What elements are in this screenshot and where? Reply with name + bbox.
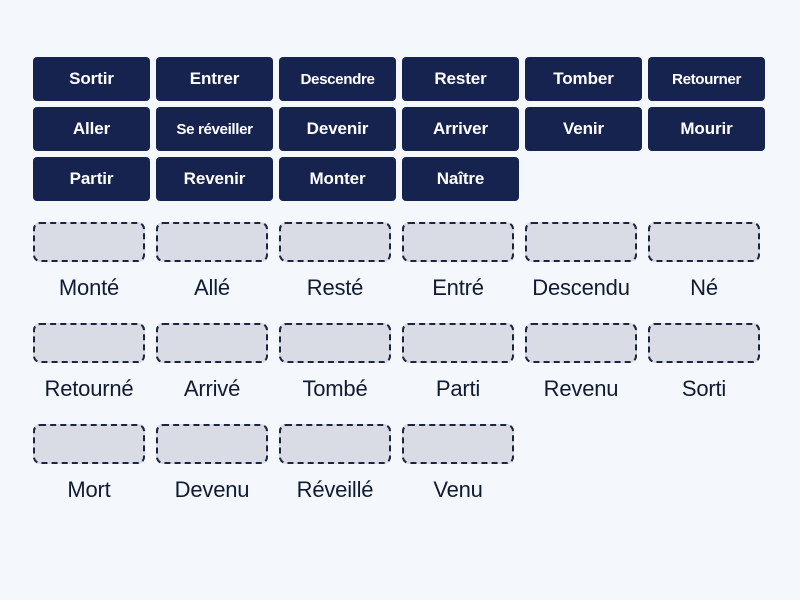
draggable-chip-revenir[interactable]: Revenir (156, 157, 273, 201)
dropzone-cell-monte: Monté (33, 222, 145, 301)
dropzone-cell-reste: Resté (279, 222, 391, 301)
draggable-chip-mourir[interactable]: Mourir (648, 107, 765, 151)
dropzone-cell-mort: Mort (33, 424, 145, 503)
draggable-chip-rester[interactable]: Rester (402, 57, 519, 101)
draggable-chip-monter[interactable]: Monter (279, 157, 396, 201)
dropzone-target-venu[interactable] (402, 424, 514, 464)
draggable-chip-sortir[interactable]: Sortir (33, 57, 150, 101)
draggable-chip-retourner[interactable]: Retourner (648, 57, 765, 101)
dropzone-cell-tombe: Tombé (279, 323, 391, 402)
draggable-chip-arriver[interactable]: Arriver (402, 107, 519, 151)
dropzone-target-descendu[interactable] (525, 222, 637, 262)
dropzone-cell-entre: Entré (402, 222, 514, 301)
dropzone-target-monte[interactable] (33, 222, 145, 262)
dropzone-label-reste: Resté (306, 275, 364, 300)
dropzone-label-mort: Mort (67, 477, 111, 502)
dropzone-label-monte: Monté (58, 275, 120, 300)
dropzone-row-1: Monté Allé Resté Entré Descendu Né (33, 222, 769, 301)
draggable-chip-aller[interactable]: Aller (33, 107, 150, 151)
dropzone-label-descendu: Descendu (532, 275, 630, 300)
dropzone-label-parti: Parti (435, 376, 481, 401)
dropzone-target-revenu[interactable] (525, 323, 637, 363)
dropzone-label-entre: Entré (432, 275, 484, 300)
dropzone-cell-reveille: Réveillé (279, 424, 391, 503)
dropzone-label-tombe: Tombé (302, 376, 368, 401)
dropzone-target-reveille[interactable] (279, 424, 391, 464)
dropzone-target-entre[interactable] (402, 222, 514, 262)
dropzone-cell-venu: Venu (402, 424, 514, 503)
dropzone-cell-arrive: Arrivé (156, 323, 268, 402)
dropzone-cell-devenu: Devenu (156, 424, 268, 503)
dropzone-cell-descendu: Descendu (525, 222, 637, 301)
word-bank-row-1: Sortir Entrer Descendre Rester Tomber Re… (33, 57, 769, 101)
dropzone-label-alle: Allé (194, 275, 230, 300)
dropzone-label-ne: Né (690, 275, 718, 300)
word-bank-row-2: Aller Se réveiller Devenir Arriver Venir… (33, 107, 769, 151)
dropzone-cell-revenu: Revenu (525, 323, 637, 402)
dropzone-target-reste[interactable] (279, 222, 391, 262)
dropzone-target-arrive[interactable] (156, 323, 268, 363)
dropzone-target-ne[interactable] (648, 222, 760, 262)
dropzone-cell-alle: Allé (156, 222, 268, 301)
dropzone-cell-sorti: Sorti (648, 323, 760, 402)
dropzone-label-arrive: Arrivé (183, 376, 241, 401)
word-bank-row-3: Partir Revenir Monter Naître (33, 157, 769, 201)
dropzone-target-parti[interactable] (402, 323, 514, 363)
dropzone-target-tombe[interactable] (279, 323, 391, 363)
dropzone-label-reveille: Réveillé (296, 477, 374, 502)
draggable-word-bank: Sortir Entrer Descendre Rester Tomber Re… (33, 57, 769, 207)
dropzone-cell-parti: Parti (402, 323, 514, 402)
dropzone-label-venu: Venu (433, 477, 483, 502)
dropzone-target-retourne[interactable] (33, 323, 145, 363)
draggable-chip-naitre[interactable]: Naître (402, 157, 519, 201)
draggable-chip-devenir[interactable]: Devenir (279, 107, 396, 151)
dropzone-row-2: Retourné Arrivé Tombé Parti Revenu Sorti (33, 323, 769, 402)
draggable-chip-venir[interactable]: Venir (525, 107, 642, 151)
dropzone-label-retourne: Retourné (44, 376, 134, 401)
dropzone-label-sorti: Sorti (681, 376, 727, 401)
dropzone-grid: Monté Allé Resté Entré Descendu Né (33, 222, 769, 525)
draggable-chip-descendre[interactable]: Descendre (279, 57, 396, 101)
dropzone-cell-ne: Né (648, 222, 760, 301)
draggable-chip-partir[interactable]: Partir (33, 157, 150, 201)
dropzone-target-mort[interactable] (33, 424, 145, 464)
dropzone-row-3: Mort Devenu Réveillé Venu (33, 424, 769, 503)
draggable-chip-se-reveiller[interactable]: Se réveiller (156, 107, 273, 151)
dropzone-target-alle[interactable] (156, 222, 268, 262)
dropzone-target-sorti[interactable] (648, 323, 760, 363)
dropzone-cell-retourne: Retourné (33, 323, 145, 402)
draggable-chip-entrer[interactable]: Entrer (156, 57, 273, 101)
dropzone-label-devenu: Devenu (174, 477, 250, 502)
dropzone-label-revenu: Revenu (543, 376, 619, 401)
dropzone-target-devenu[interactable] (156, 424, 268, 464)
draggable-chip-tomber[interactable]: Tomber (525, 57, 642, 101)
